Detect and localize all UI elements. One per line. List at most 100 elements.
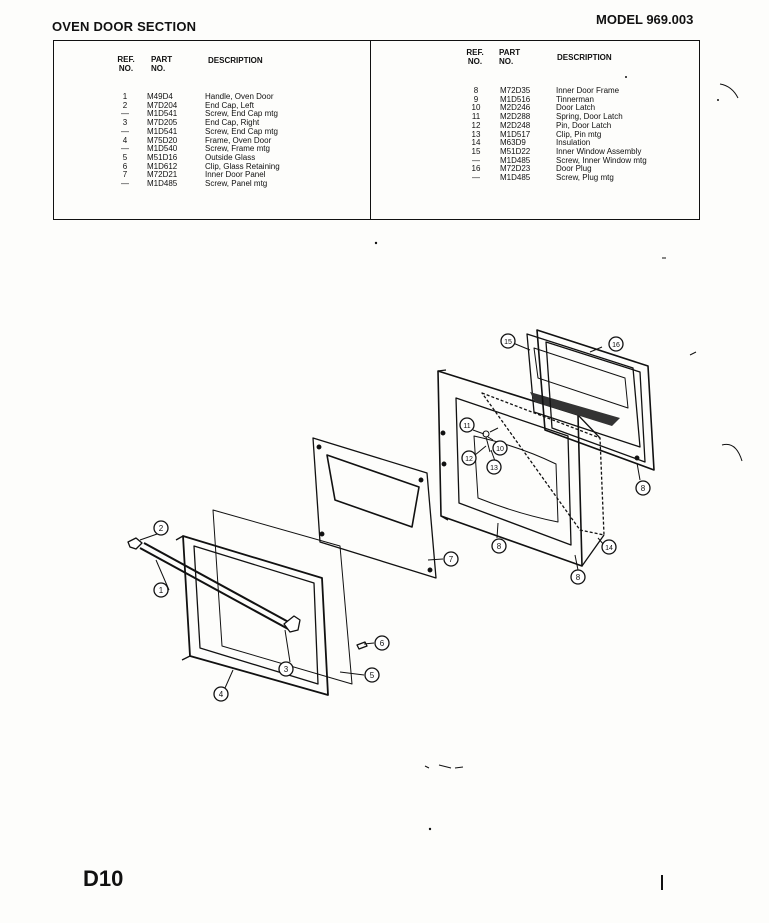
cell-desc: Door Latch <box>556 103 596 113</box>
svg-text:10: 10 <box>496 446 504 453</box>
left-ref-header: REF. NO. <box>117 55 135 73</box>
inner-door-panel <box>312 437 437 579</box>
cell-part: M75D20 <box>147 135 178 145</box>
cell-desc: Screw, End Cap mtg <box>205 126 278 136</box>
callout-16: 16 <box>608 336 624 352</box>
cell-part: M1D541 <box>147 109 178 119</box>
cell-part: M7D205 <box>147 118 178 128</box>
cell-ref: 5 <box>122 152 128 162</box>
table-divider <box>370 41 371 219</box>
cell-ref: — <box>472 155 480 165</box>
svg-text:6: 6 <box>380 639 385 648</box>
cell-ref: 15 <box>471 146 481 156</box>
cell-part: M1D612 <box>147 161 178 171</box>
cell-part: M2D246 <box>500 103 531 113</box>
callout-6: 6 <box>374 635 390 651</box>
cell-ref: 2 <box>122 100 128 110</box>
section-title: OVEN DOOR SECTION <box>52 19 197 34</box>
left-desc-header: DESCRIPTION <box>208 56 263 65</box>
cell-ref: 9 <box>473 94 479 104</box>
callout-3: 3 <box>278 661 294 677</box>
inner-window-assembly <box>526 333 641 448</box>
cell-ref: 13 <box>471 129 481 139</box>
oven-door-frame <box>175 535 329 696</box>
cell-ref: — <box>121 144 129 154</box>
svg-text:15: 15 <box>504 339 512 346</box>
callout-8b: 8 <box>570 569 586 585</box>
cell-desc: End Cap, Left <box>205 100 254 110</box>
svg-text:7: 7 <box>449 555 454 564</box>
cell-desc: Outside Glass <box>205 152 256 162</box>
cell-part: M72D35 <box>500 86 531 95</box>
cell-part: M1D541 <box>147 126 178 136</box>
cell-desc: Door Plug <box>556 164 592 174</box>
callout-2: 2 <box>153 520 169 536</box>
cell-ref: 11 <box>471 112 481 122</box>
right-desc-header: DESCRIPTION <box>557 53 612 62</box>
callout-11: 11 <box>459 417 475 433</box>
cell-desc: Spring, Door Latch <box>556 112 623 122</box>
parts-list-table: REF. NO. PART NO. DESCRIPTION REF. NO. P… <box>53 40 700 220</box>
callout-12: 12 <box>461 450 477 466</box>
cell-ref: — <box>472 173 480 182</box>
cell-ref: — <box>121 126 129 136</box>
cell-part: M1D485 <box>147 179 178 188</box>
svg-text:16: 16 <box>612 342 620 349</box>
callout-5: 5 <box>364 667 380 683</box>
cell-desc: Tinnerman <box>556 94 594 104</box>
callout-4: 4 <box>213 686 229 702</box>
cell-part: M1D516 <box>500 94 531 104</box>
cell-ref: 12 <box>471 120 481 130</box>
right-part-header: PART NO. <box>499 48 521 66</box>
cell-ref: 1 <box>122 92 128 101</box>
cell-ref: 3 <box>122 118 128 128</box>
svg-text:2: 2 <box>159 524 164 533</box>
end-cap-right <box>283 615 301 633</box>
cell-ref: 10 <box>471 103 481 113</box>
cell-desc: Inner Door Panel <box>205 170 266 180</box>
cell-part: M2D248 <box>500 120 531 130</box>
cell-part: M1D485 <box>500 173 531 182</box>
door-plug <box>536 329 655 471</box>
cell-ref: 6 <box>122 161 128 171</box>
svg-text:1: 1 <box>159 586 164 595</box>
cell-part: M51D16 <box>147 152 178 162</box>
svg-text:8: 8 <box>641 484 646 493</box>
cell-desc: Screw, Frame mtg <box>205 144 270 154</box>
svg-text:3: 3 <box>284 665 289 674</box>
cell-part: M1D517 <box>500 129 531 139</box>
cell-part: M49D4 <box>147 92 173 101</box>
callout-7: 7 <box>443 551 459 567</box>
cell-desc: Inner Window Assembly <box>556 146 642 156</box>
callout-8a: 8 <box>491 538 507 554</box>
callout-13: 13 <box>486 459 502 475</box>
right-ref-header: REF. NO. <box>466 48 484 66</box>
cell-desc: Screw, Inner Window mtg <box>556 155 647 165</box>
page-id: D10 <box>83 866 124 891</box>
svg-text:12: 12 <box>465 456 473 463</box>
cell-desc: Pin, Door Latch <box>556 120 612 130</box>
end-cap-left <box>127 537 143 550</box>
cell-desc: End Cap, Right <box>205 118 260 128</box>
cell-ref: — <box>121 179 129 188</box>
glass-clip <box>356 641 368 650</box>
cell-desc: Frame, Oven Door <box>205 135 272 145</box>
cell-part: M1D485 <box>500 155 531 165</box>
svg-text:14: 14 <box>605 545 613 552</box>
model-number: MODEL 969.003 <box>596 12 694 27</box>
inner-door-frame <box>437 369 583 567</box>
cell-ref: 4 <box>122 135 128 145</box>
oven-door-handle <box>139 542 295 631</box>
cell-desc: Clip, Glass Retaining <box>205 161 280 171</box>
cell-ref: 14 <box>471 138 481 148</box>
cell-desc: Handle, Oven Door <box>205 92 274 101</box>
cell-part: M72D21 <box>147 170 178 180</box>
cell-desc: Screw, End Cap mtg <box>205 109 278 119</box>
svg-text:5: 5 <box>370 671 375 680</box>
callout-leaders <box>139 342 641 689</box>
edge-mark <box>661 875 663 890</box>
cell-desc: Insulation <box>556 138 591 148</box>
cell-ref: 7 <box>122 170 128 180</box>
inner-window-glass <box>473 435 559 523</box>
